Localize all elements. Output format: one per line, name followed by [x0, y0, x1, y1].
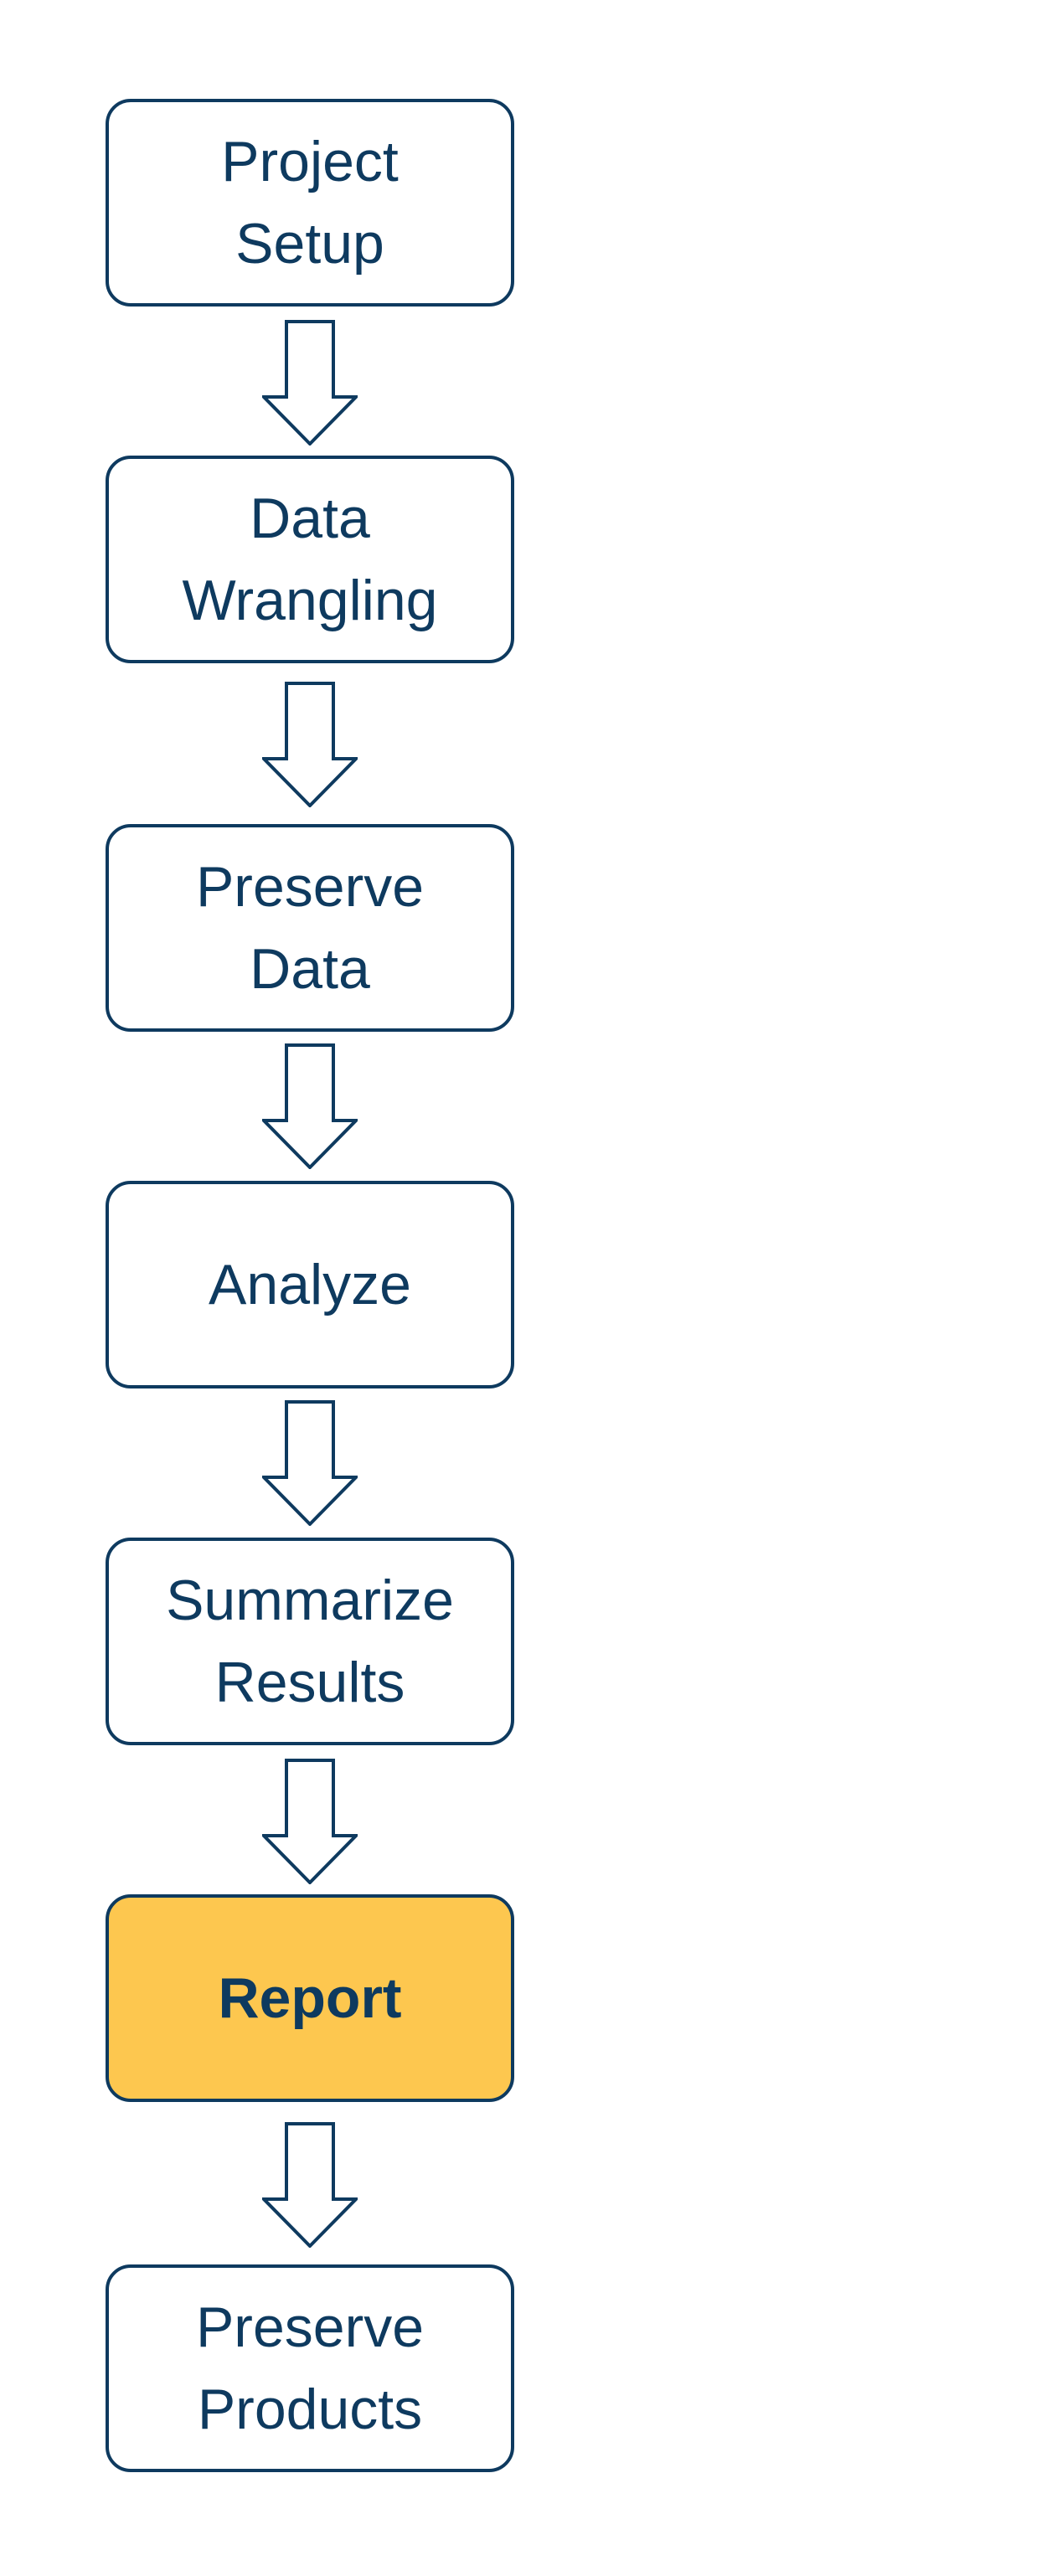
step-label-line: Preserve — [195, 855, 425, 919]
step-summarize-results: Summarize Results — [106, 1538, 514, 1745]
step-report: Report — [106, 1894, 514, 2102]
step-label-line: Analyze — [209, 1253, 411, 1316]
down-arrow-icon — [262, 2122, 358, 2248]
step-project-setup: Project Setup — [106, 99, 514, 307]
step-preserve-data: Preserve Data — [106, 824, 514, 1032]
down-arrow-icon — [262, 1759, 358, 1884]
step-label-line: Summarize — [166, 1569, 454, 1632]
step-label-line: Setup — [235, 212, 384, 276]
step-data-wrangling: Data Wrangling — [106, 456, 514, 663]
step-label-line: Project — [221, 130, 399, 193]
step-label-line: Data — [250, 487, 370, 550]
step-label-line: Report — [218, 1966, 402, 2030]
step-preserve-products: Preserve Products — [106, 2264, 514, 2472]
step-analyze: Analyze — [106, 1181, 514, 1388]
step-label-line: Results — [214, 1651, 405, 1714]
step-label-line: Wrangling — [182, 569, 438, 632]
down-arrow-icon — [262, 320, 358, 446]
step-label-line: Preserve — [195, 2295, 425, 2359]
step-label-line: Data — [250, 937, 370, 1001]
step-label-line: Products — [197, 2378, 423, 2441]
down-arrow-icon — [262, 1400, 358, 1526]
down-arrow-icon — [262, 682, 358, 807]
down-arrow-icon — [262, 1043, 358, 1169]
